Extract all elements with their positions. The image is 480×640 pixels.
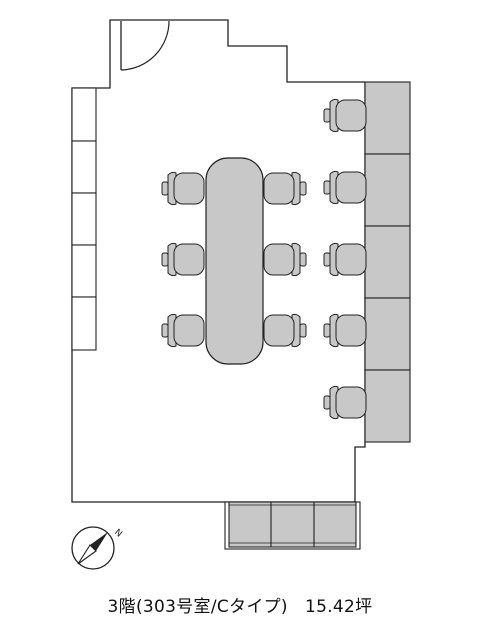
office-chair-icon <box>263 242 307 277</box>
compass-icon: N <box>71 526 124 570</box>
right-cabinet-unit <box>364 81 411 443</box>
office-chair-icon <box>263 313 307 348</box>
office-chair-icon <box>323 313 367 348</box>
office-chair-icon <box>323 242 367 277</box>
office-chair-icon <box>161 313 205 348</box>
plan-caption: 3階(303号室/Cタイプ) 15.42坪 <box>0 592 480 622</box>
office-chair-icon <box>323 385 367 420</box>
office-chair-icon <box>323 98 367 133</box>
room-label: 3階(303号室/Cタイプ) <box>107 597 288 617</box>
door-swing-icon <box>120 20 170 71</box>
bottom-cabinet-unit <box>224 501 361 550</box>
office-chair-icon <box>161 242 205 277</box>
meeting-table <box>205 157 264 365</box>
office-chair-icon <box>161 171 205 206</box>
office-chair-icon <box>263 171 307 206</box>
left-shelf-unit <box>71 87 97 351</box>
area-label: 15.42坪 <box>304 597 373 617</box>
compass-north-label: N <box>112 528 124 540</box>
office-chair-icon <box>323 170 367 205</box>
